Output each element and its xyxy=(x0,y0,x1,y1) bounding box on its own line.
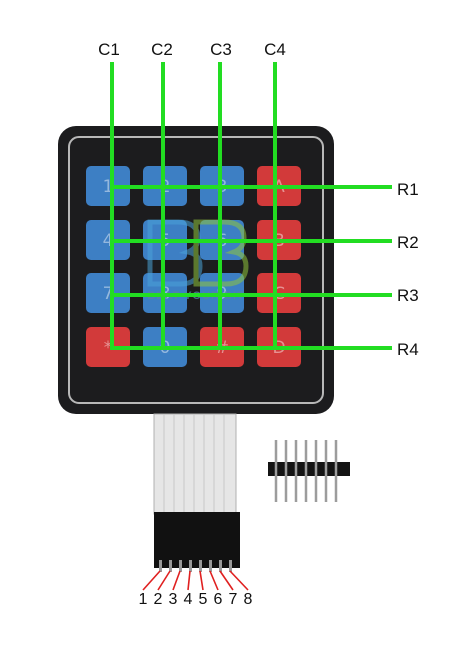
pin-label-1: 1 xyxy=(138,591,148,608)
pin-wires xyxy=(142,570,249,591)
connector-pin xyxy=(189,560,192,572)
pin-wire-8 xyxy=(229,570,249,591)
pin-wire-5 xyxy=(199,570,204,591)
watermark-logo xyxy=(147,219,249,287)
pin-wire-4 xyxy=(187,570,191,591)
column-label-c3: C3 xyxy=(210,40,232,59)
pin-wire-2 xyxy=(157,570,171,591)
pin-wire-6 xyxy=(209,570,219,591)
pin-wire-7 xyxy=(219,570,234,591)
key-label: * xyxy=(104,338,113,358)
keypad-border xyxy=(68,136,324,404)
row-label-r3: R3 xyxy=(397,286,419,305)
key-face xyxy=(86,166,130,206)
key-*: * xyxy=(86,327,130,367)
connector-pin xyxy=(169,560,172,572)
connector-pins xyxy=(159,560,232,572)
connector-pin xyxy=(179,560,182,572)
matrix-wires xyxy=(110,62,392,350)
column-label-c2: C2 xyxy=(151,40,173,59)
key-1: 1 xyxy=(86,166,130,206)
key-face xyxy=(86,273,130,313)
key-label: 1 xyxy=(103,177,114,197)
connector-pin xyxy=(209,560,212,572)
pin-label-3: 3 xyxy=(168,591,178,608)
connector-pin xyxy=(219,560,222,572)
pin-label-2: 2 xyxy=(153,591,163,608)
row-label-r2: R2 xyxy=(397,233,419,252)
pin-label-7: 7 xyxy=(228,591,238,608)
connector-pin xyxy=(199,560,202,572)
connector-housing xyxy=(154,512,240,568)
pin-wire-1 xyxy=(142,570,161,591)
connector-pin xyxy=(229,560,232,572)
key-face xyxy=(86,327,130,367)
pin-label-6: 6 xyxy=(213,591,223,608)
key-7: 7 xyxy=(86,273,130,313)
pin-wire-3 xyxy=(172,570,181,591)
key-label: 4 xyxy=(103,231,114,251)
pin-label-5: 5 xyxy=(198,591,208,608)
key-4: 4 xyxy=(86,220,130,260)
key-face xyxy=(86,220,130,260)
row-label-r4: R4 xyxy=(397,340,419,359)
pin-label-8: 8 xyxy=(243,591,253,608)
column-label-c4: C4 xyxy=(264,40,286,59)
connector-pin xyxy=(159,560,162,572)
ribbon-cable xyxy=(153,413,237,515)
header-pin-strip xyxy=(268,440,350,502)
pin-label-4: 4 xyxy=(183,591,193,608)
key-label: 7 xyxy=(103,284,114,304)
ribbon-cable-traces xyxy=(163,414,225,514)
column-label-c1: C1 xyxy=(98,40,120,59)
row-label-r1: R1 xyxy=(397,180,419,199)
